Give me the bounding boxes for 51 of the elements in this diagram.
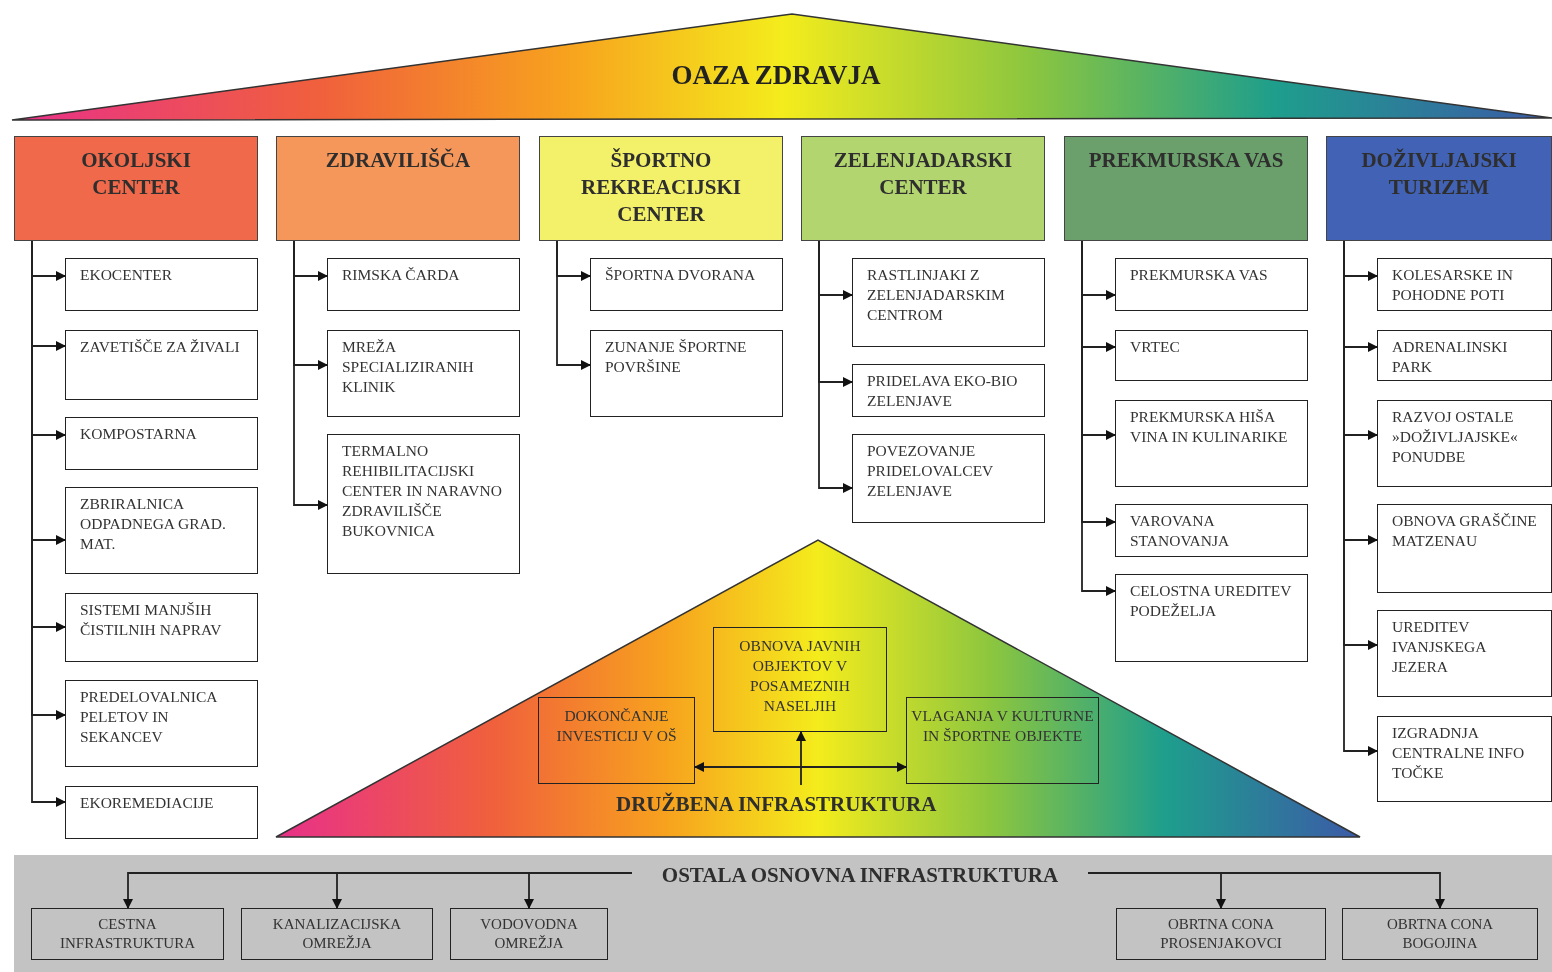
- infrastructure-box: VODOVODNA OMREŽJA: [450, 908, 608, 960]
- project-box: ŠPORTNA DVORANA: [590, 258, 783, 311]
- infrastructure-box: CESTNA INFRASTRUKTURA: [31, 908, 224, 960]
- project-box: DOKONČANJE INVESTICIJ V OŠ: [538, 697, 695, 784]
- project-box: KOMPOSTARNA: [65, 417, 258, 470]
- project-box: MREŽA SPECIALIZIRANIH KLINIK: [327, 330, 520, 417]
- project-box: EKOCENTER: [65, 258, 258, 311]
- arrow: [818, 240, 853, 493]
- arrow: [1087, 872, 1445, 909]
- project-box: RAZVOJ OSTALE »DOŽIVLJAJSKE« PONUDBE: [1377, 400, 1552, 487]
- project-box: ADRENALINSKI PARK: [1377, 330, 1552, 381]
- category-header: ŠPORTNO REKREACIJSKI CENTER: [539, 136, 783, 241]
- category-header: PREKMURSKA VAS: [1064, 136, 1308, 241]
- project-box: EKOREMEDIACIJE: [65, 786, 258, 839]
- arrow: [524, 872, 633, 909]
- project-box: OBNOVA GRAŠČINE MATZENAU: [1377, 504, 1552, 593]
- arrow: [556, 240, 591, 370]
- title-text: OAZA ZDRAVJA: [670, 60, 882, 91]
- band-heading: OSTALA OSNOVNA INFRASTRUKTURA: [661, 862, 1059, 888]
- project-box: VAROVANA STANOVANJA: [1115, 504, 1308, 557]
- project-box: RIMSKA ČARDA: [327, 258, 520, 311]
- infrastructure-box: OBRTNA CONA PROSENJAKOVCI: [1116, 908, 1326, 960]
- project-box: PREDELOVALNICA PELETOV IN SEKANCEV: [65, 680, 258, 767]
- project-box: IZGRADNJA CENTRALNE INFO TOČKE: [1377, 716, 1552, 802]
- project-box: RASTLINJAKI Z ZELENJADARSKIM CENTROM: [852, 258, 1045, 347]
- project-box: PREKMURSKA VAS: [1115, 258, 1308, 311]
- infrastructure-band: [14, 855, 1552, 972]
- project-box: PRIDELAVA EKO-BIO ZELENJAVE: [852, 364, 1045, 417]
- infrastructure-box: KANALIZACIJSKA OMREŽJA: [241, 908, 433, 960]
- panel-title: DRUŽBENA INFRASTRUKTURA: [616, 792, 937, 817]
- category-header: DOŽIVLJAJSKI TURIZEM: [1326, 136, 1552, 241]
- project-box: SISTEMI MANJŠIH ČISTILNIH NAPRAV: [65, 593, 258, 662]
- project-box: TERMALNO REHIBILITACIJSKI CENTER IN NARAVNO ZDRAVILIŠČE BUKOVNICA: [327, 434, 520, 574]
- project-box: ZUNANJE ŠPORTNE POVRŠINE: [590, 330, 783, 417]
- project-box: VRTEC: [1115, 330, 1308, 381]
- project-box: CELOSTNA UREDITEV PODEŽELJA: [1115, 574, 1308, 662]
- project-box: OBNOVA JAVNIH OBJEKTOV V POSAMEZNIH NASELJIH: [713, 627, 887, 732]
- project-box: VLAGANJA V KULTURNE IN ŠPORTNE OBJEKTE: [906, 697, 1099, 784]
- arrow: [796, 731, 806, 786]
- project-box: ZBRIRALNICA ODPADNEGA GRAD. MAT.: [65, 487, 258, 574]
- project-box: ZAVETIŠČE ZA ŽIVALI: [65, 330, 258, 400]
- project-box: PREKMURSKA HIŠA VINA IN KULINARIKE: [1115, 400, 1308, 487]
- category-header: ZELENJADARSKI CENTER: [801, 136, 1045, 241]
- project-box: KOLESARSKE IN POHODNE POTI: [1377, 258, 1552, 311]
- infrastructure-box: OBRTNA CONA BOGOJINA: [1342, 908, 1538, 960]
- category-header: ZDRAVILIŠČA: [276, 136, 520, 241]
- project-box: POVEZOVANJE PRIDELOVALCEV ZELENJAVE: [852, 434, 1045, 523]
- arrow: [293, 240, 328, 510]
- arrow: [694, 762, 907, 772]
- category-header: OKOLJSKI CENTER: [14, 136, 258, 241]
- project-box: UREDITEV IVANJSKEGA JEZERA: [1377, 610, 1552, 697]
